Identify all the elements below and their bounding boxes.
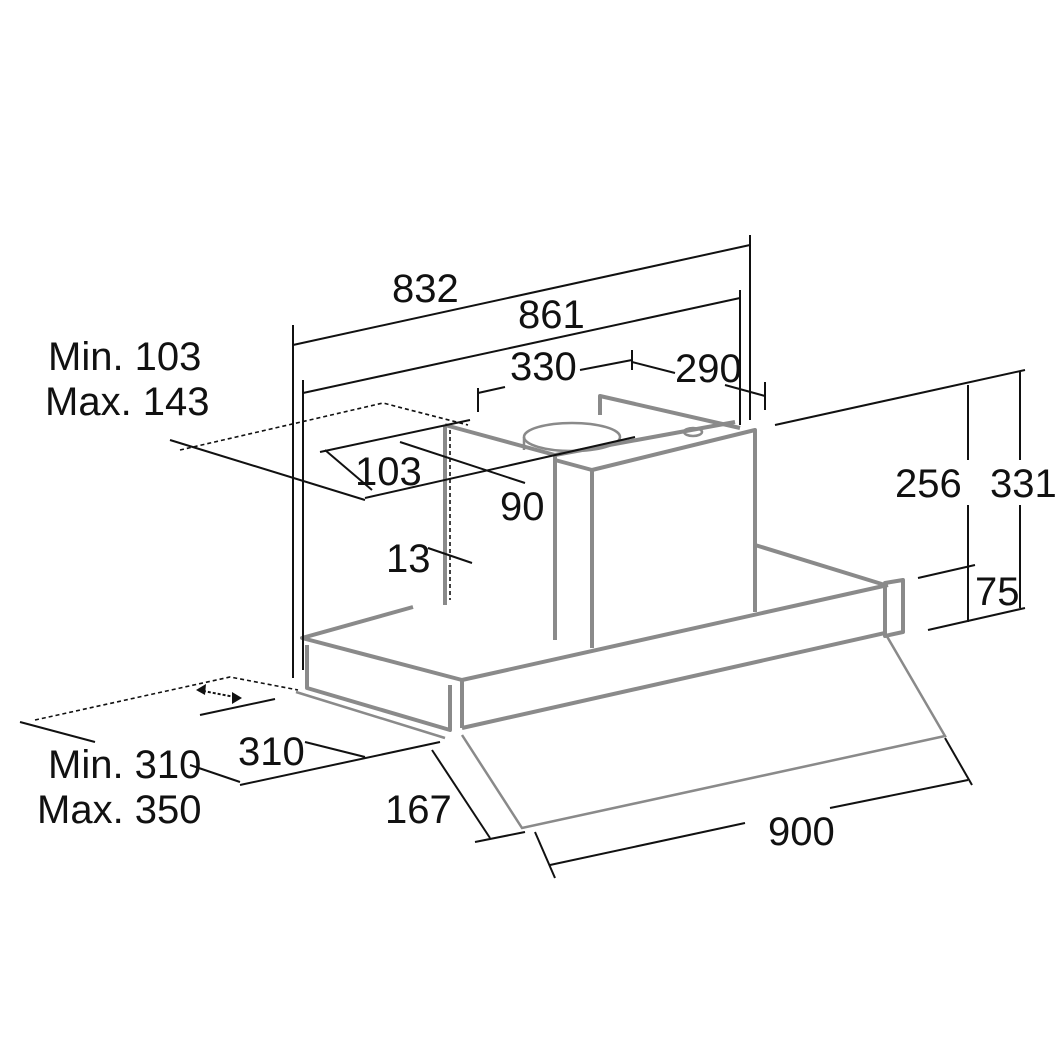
label-103: 103 — [355, 450, 422, 494]
ceiling-reference — [179, 402, 469, 451]
mount-bracket — [598, 394, 741, 430]
label-331: 331 — [990, 462, 1057, 506]
label-min-103: Min. 103 — [48, 335, 201, 379]
adjust-arrow-icon — [196, 684, 242, 704]
base-left-face — [305, 645, 452, 732]
chimney-left-face — [554, 458, 594, 648]
wall-reference — [34, 676, 299, 721]
label-832: 832 — [392, 267, 459, 311]
label-max-350: Max. 350 — [37, 788, 202, 832]
base-bottom — [461, 631, 886, 730]
label-290: 290 — [675, 347, 742, 391]
visor — [460, 632, 947, 830]
hood-body — [295, 394, 947, 830]
base-lip — [295, 690, 446, 740]
label-90: 90 — [500, 485, 545, 529]
label-900: 900 — [768, 810, 835, 854]
duct-collar — [522, 421, 622, 453]
dimension-lines — [19, 235, 1026, 879]
label-min-310: Min. 310 — [48, 743, 201, 787]
label-256: 256 — [895, 462, 962, 506]
label-330: 330 — [510, 345, 577, 389]
base-top — [300, 583, 889, 682]
label-13: 13 — [386, 537, 431, 581]
label-75: 75 — [975, 570, 1020, 614]
label-861: 861 — [518, 293, 585, 337]
label-max-143: Max. 143 — [45, 380, 210, 424]
base-end-cap — [883, 578, 905, 638]
chimney-front-face — [591, 428, 757, 612]
base-back-edge — [754, 543, 886, 587]
chimney-side — [444, 423, 557, 640]
duct-hole — [682, 426, 704, 438]
label-167: 167 — [385, 788, 452, 832]
label-310: 310 — [238, 730, 305, 774]
